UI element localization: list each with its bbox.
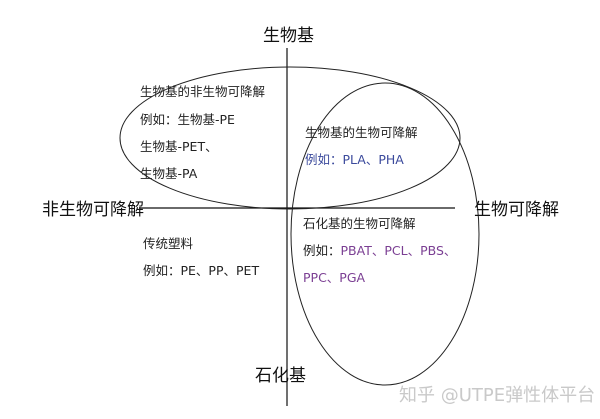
example-list: PPC、PGA [303,270,366,285]
region-example: 生物基-PET、 [140,139,218,154]
region-example: 生物基-PA [140,166,198,181]
example-prefix: 例如： [305,152,343,167]
region-example: 例如：PLA、PHA [305,152,404,167]
region-title: 生物基的非生物可降解 [140,84,266,99]
axis-label-bottom: 石化基 [255,366,306,386]
axis-label-top: 生物基 [263,26,314,46]
region-title: 生物基的生物可降解 [305,125,418,140]
bio-based-ellipse [119,66,461,210]
region-example: 例如：PE、PP、PET [143,263,260,278]
axis-label-right: 生物可降解 [474,200,559,220]
example-prefix: 例如： [303,243,341,258]
watermark: 知乎 @UTPE弹性体平台 [399,385,596,406]
region-bio-degradable: 生物基的生物可降解 例如：PLA、PHA [305,125,455,167]
region-example: 例如：生物基-PE [140,112,235,127]
example-list: PBAT、PCL、PBS、 [340,243,457,258]
region-title: 石化基的生物可降解 [303,216,416,231]
biodegradable-ellipse [290,82,480,386]
region-example: 例如：PBAT、PCL、PBS、 [303,243,457,258]
region-bio-nondegradable: 生物基的非生物可降解 例如：生物基-PE 生物基-PET、 生物基-PA [140,84,290,181]
region-title: 传统塑料 [143,236,194,251]
example-list: PLA、PHA [342,152,404,167]
region-petro-degradable: 石化基的生物可降解 例如：PBAT、PCL、PBS、 PPC、PGA [303,216,483,283]
axis-label-left: 非生物可降解 [42,200,144,220]
region-traditional: 传统塑料 例如：PE、PP、PET [143,236,293,278]
